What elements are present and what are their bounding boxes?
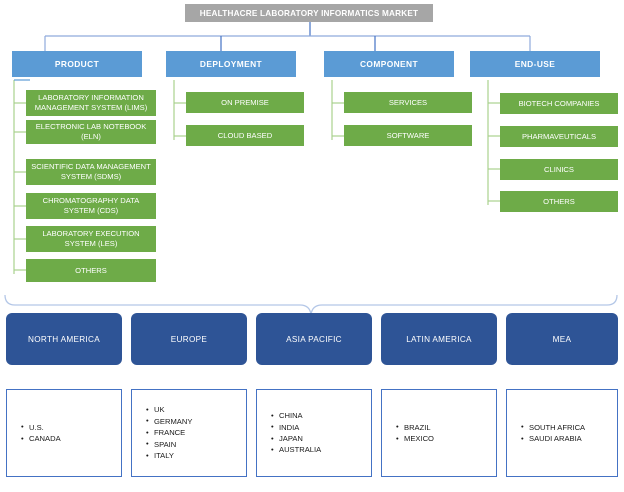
product-item-lims[interactable]: LABORATORY INFORMATION MANAGEMENT SYSTEM… <box>26 90 156 116</box>
country-items: U.S.CANADA <box>7 421 61 445</box>
country-item: BRAZIL <box>396 421 434 433</box>
country-list-europe: UKGERMANYFRANCESPAINITALY <box>131 389 247 477</box>
country-item: AUSTRALIA <box>271 444 321 456</box>
end-use-item-pharmaveuticals[interactable]: PHARMAVEUTICALS <box>500 126 618 147</box>
country-item: SPAIN <box>146 438 192 450</box>
category-component[interactable]: COMPONENT <box>324 51 454 77</box>
product-item-cds[interactable]: CHROMATOGRAPHY DATA SYSTEM (CDS) <box>26 193 156 219</box>
end-use-item-others[interactable]: OTHERS <box>500 191 618 212</box>
region-mea[interactable]: MEA <box>506 313 618 365</box>
country-item: JAPAN <box>271 432 321 444</box>
region-north-america[interactable]: NORTH AMERICA <box>6 313 122 365</box>
country-item: SOUTH AFRICA <box>521 421 585 433</box>
country-item: CHINA <box>271 410 321 422</box>
product-item-eln[interactable]: ELECTRONIC LAB NOTEBOOK (ELN) <box>26 120 156 144</box>
country-items: BRAZILMEXICO <box>382 421 434 445</box>
country-list-latin-america: BRAZILMEXICO <box>381 389 497 477</box>
component-item-services[interactable]: SERVICES <box>344 92 472 113</box>
country-items: UKGERMANYFRANCESPAINITALY <box>132 404 192 461</box>
region-asia-pacific[interactable]: ASIA PACIFIC <box>256 313 372 365</box>
product-item-sdms[interactable]: SCIENTIFIC DATA MANAGEMENT SYSTEM (SDMS) <box>26 159 156 185</box>
category-deployment[interactable]: DEPLOYMENT <box>166 51 296 77</box>
country-item: SAUDI ARABIA <box>521 432 585 444</box>
country-item: MEXICO <box>396 432 434 444</box>
region-latin-america[interactable]: LATIN AMERICA <box>381 313 497 365</box>
end-use-item-clinics[interactable]: CLINICS <box>500 159 618 180</box>
region-europe[interactable]: EUROPE <box>131 313 247 365</box>
country-item: FRANCE <box>146 427 192 439</box>
country-item: U.S. <box>21 421 61 433</box>
category-end-use[interactable]: END-USE <box>470 51 600 77</box>
country-item: ITALY <box>146 450 192 462</box>
country-item: INDIA <box>271 421 321 433</box>
country-item: GERMANY <box>146 415 192 427</box>
product-item-others[interactable]: OTHERS <box>26 259 156 282</box>
country-list-north-america: U.S.CANADA <box>6 389 122 477</box>
component-item-software[interactable]: SOFTWARE <box>344 125 472 146</box>
page-title: HEALTHACRE LABORATORY INFORMATICS MARKET <box>185 4 433 22</box>
category-product[interactable]: PRODUCT <box>12 51 142 77</box>
country-item: CANADA <box>21 432 61 444</box>
deployment-item-on-premise[interactable]: ON PREMISE <box>186 92 304 113</box>
country-items: CHINAINDIAJAPANAUSTRALIA <box>257 410 321 456</box>
deployment-item-cloud-based[interactable]: CLOUD BASED <box>186 125 304 146</box>
country-items: SOUTH AFRICASAUDI ARABIA <box>507 421 585 445</box>
country-item: UK <box>146 404 192 416</box>
product-item-les[interactable]: LABORATORY EXECUTION SYSTEM (LES) <box>26 226 156 252</box>
end-use-item-biotech-companies[interactable]: BIOTECH COMPANIES <box>500 93 618 114</box>
country-list-asia-pacific: CHINAINDIAJAPANAUSTRALIA <box>256 389 372 477</box>
country-list-mea: SOUTH AFRICASAUDI ARABIA <box>506 389 618 477</box>
